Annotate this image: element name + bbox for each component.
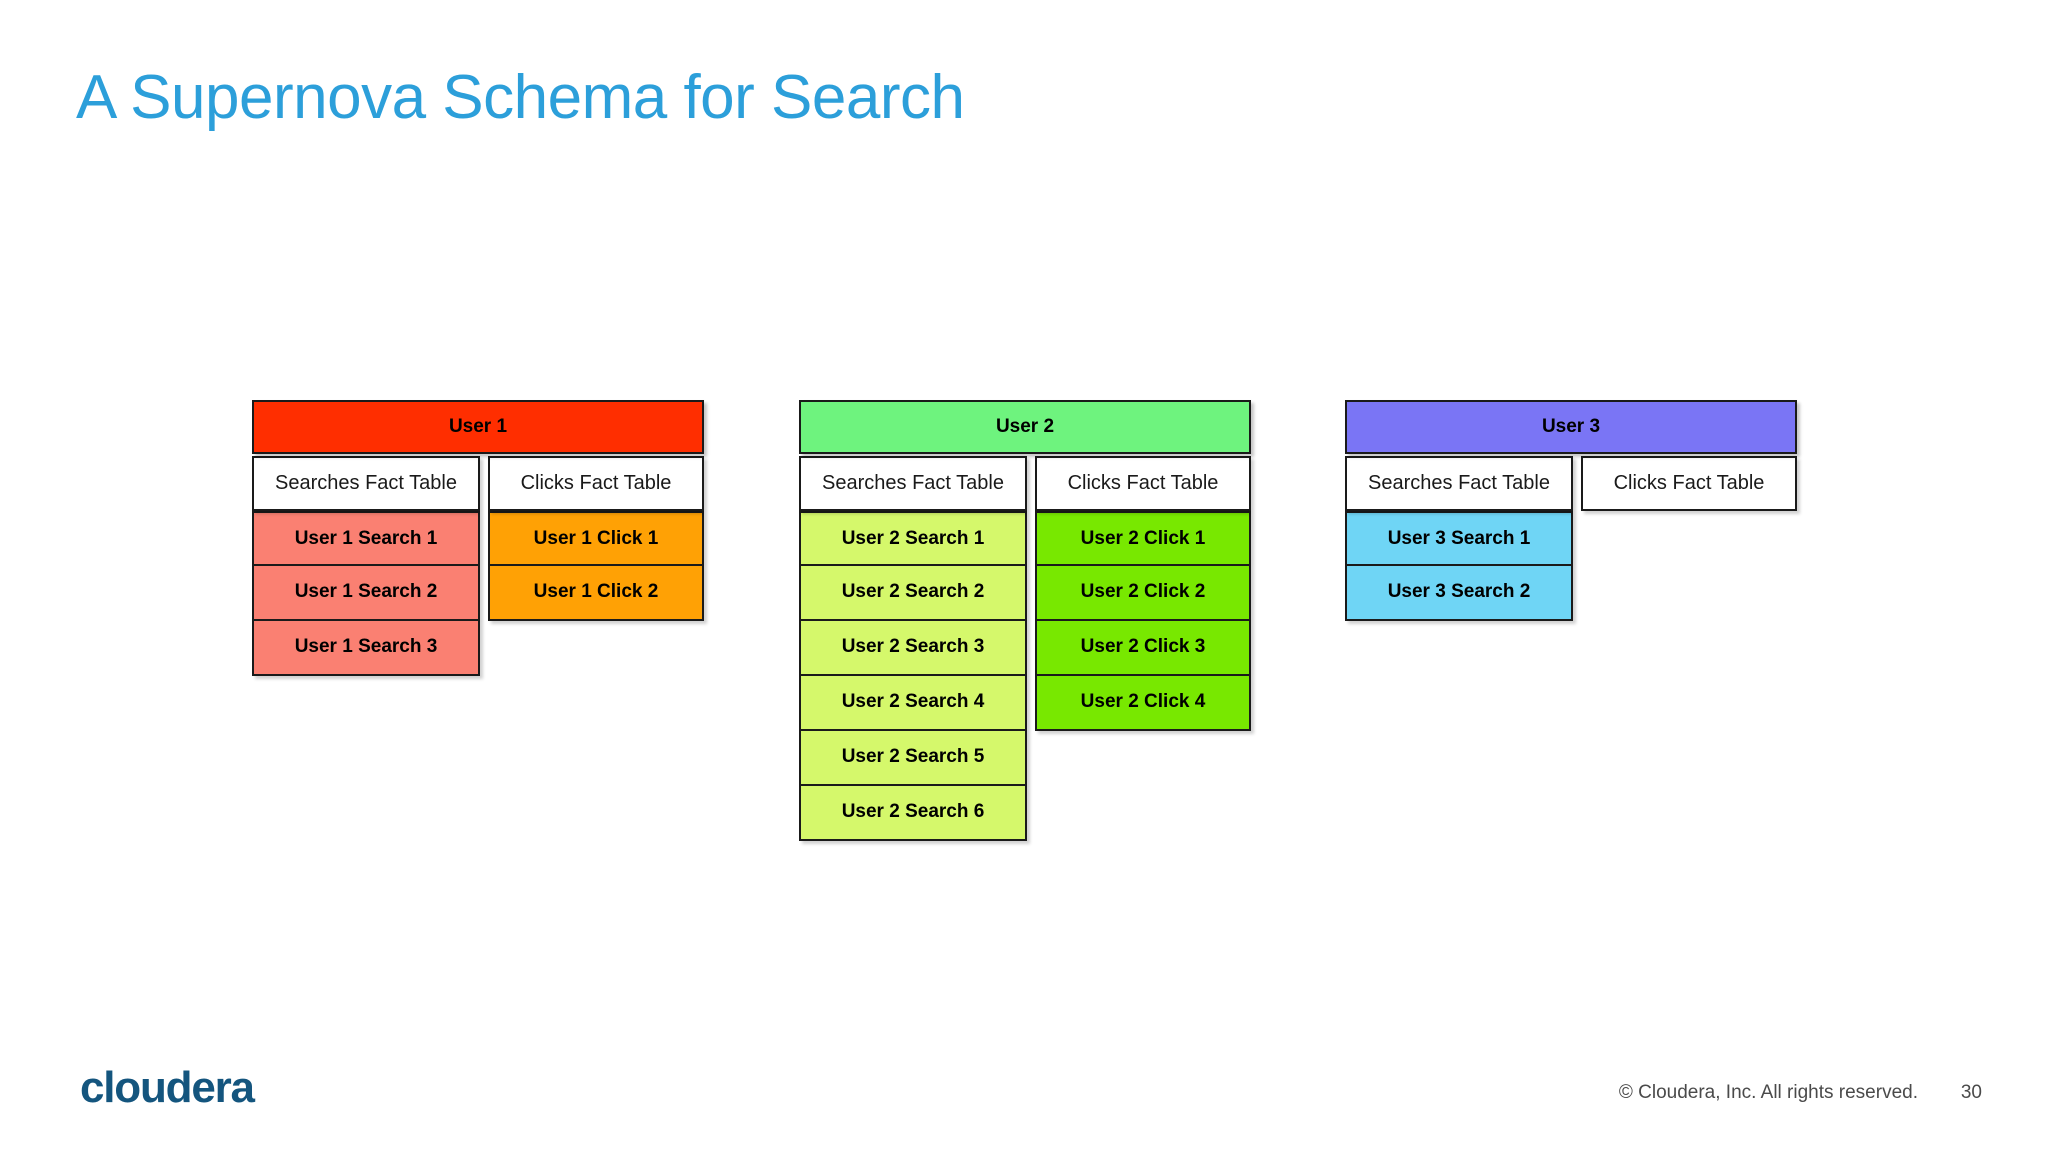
click-row: User 2 Click 1 [1035,511,1251,566]
page-title: A Supernova Schema for Search [76,63,965,132]
user-header-1: User 1 [252,400,704,454]
search-row: User 1 Search 3 [252,621,480,676]
click-row: User 1 Click 2 [488,566,704,621]
searches-fact-table-label: Searches Fact Table [799,456,1027,511]
search-row: User 1 Search 1 [252,511,480,566]
clicks-fact-column-3: Clicks Fact Table [1581,456,1797,511]
clicks-fact-table-label: Clicks Fact Table [488,456,704,511]
search-row: User 1 Search 2 [252,566,480,621]
searches-fact-table-label: Searches Fact Table [1345,456,1573,511]
searches-fact-table-label: Searches Fact Table [252,456,480,511]
user-header-2: User 2 [799,400,1251,454]
search-row: User 2 Search 4 [799,676,1027,731]
click-row: User 2 Click 2 [1035,566,1251,621]
search-row: User 3 Search 1 [1345,511,1573,566]
search-row: User 3 Search 2 [1345,566,1573,621]
search-row: User 2 Search 2 [799,566,1027,621]
clicks-fact-table-label: Clicks Fact Table [1581,456,1797,511]
copyright-text: © Cloudera, Inc. All rights reserved. [1618,1082,1918,1103]
search-row: User 2 Search 3 [799,621,1027,676]
click-row: User 1 Click 1 [488,511,704,566]
clicks-fact-table-label: Clicks Fact Table [1035,456,1251,511]
search-row: User 2 Search 5 [799,731,1027,786]
click-row: User 2 Click 3 [1035,621,1251,676]
search-row: User 2 Search 6 [799,786,1027,841]
page-number: 30 [1960,1082,1982,1103]
click-row: User 2 Click 4 [1035,676,1251,731]
user-header-3: User 3 [1345,400,1797,454]
search-row: User 2 Search 1 [799,511,1027,566]
cloudera-logo: cloudera [80,1063,255,1112]
